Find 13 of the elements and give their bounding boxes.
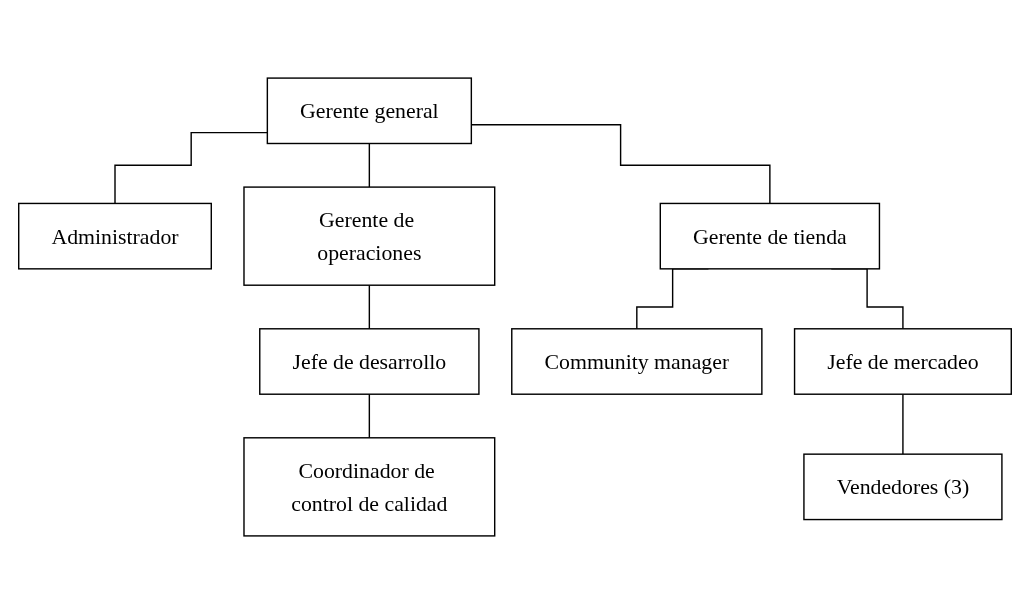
- connector: [368, 284, 371, 329]
- connector: [368, 142, 371, 188]
- node-box: Coordinador de control de calidad: [243, 436, 496, 537]
- node-box: Gerente de operaciones: [243, 185, 496, 286]
- node-box: Jefe de mercadeo: [793, 327, 1012, 395]
- node-box: Administrador: [18, 202, 212, 270]
- connector: [368, 393, 371, 438]
- node-box: Gerente de tienda: [659, 202, 881, 270]
- node-box: Vendedores (3): [803, 452, 1003, 520]
- node-box: Jefe de desarrollo: [259, 327, 480, 395]
- node-box: Gerente general: [266, 76, 473, 144]
- connector: [902, 393, 904, 455]
- node-box: Community manager: [511, 327, 763, 395]
